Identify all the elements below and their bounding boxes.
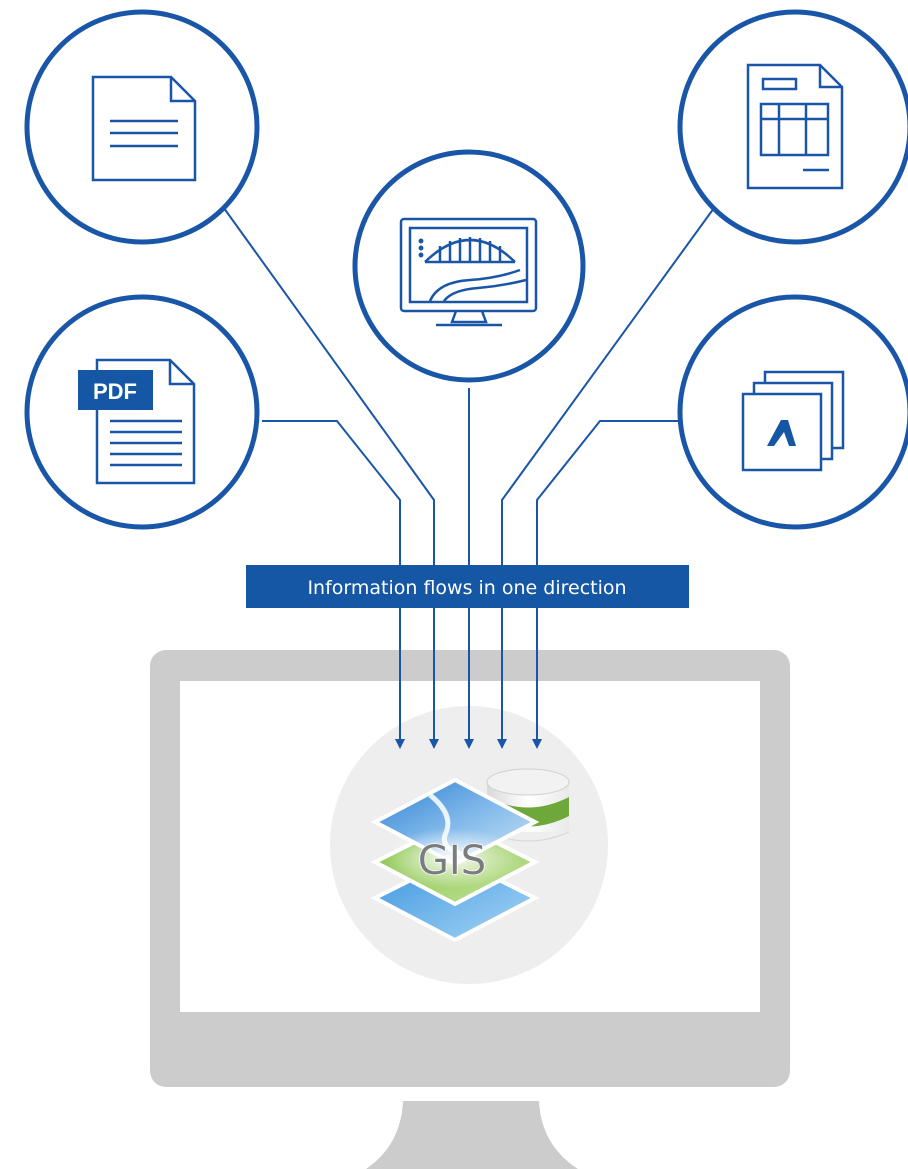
pdf-label: PDF [93,379,137,404]
flow-banner: Information flows in one direction [246,565,689,608]
spreadsheet-document-icon [746,63,844,190]
gis-target: GIS [330,706,608,984]
connector-pdf [262,420,405,749]
monitor-stand [366,1101,578,1169]
document-icon [91,75,197,182]
connector-document [220,203,439,749]
source-spreadsheet [677,9,908,245]
connector-autodesk [532,420,681,749]
gis-layers-database-icon: GIS [370,768,570,943]
banner-background [246,565,689,608]
pdf-document-icon: PDF [78,358,196,485]
autodesk-files-icon [741,370,845,472]
monitor-bridge-icon [399,217,538,327]
connector-spreadsheet [497,207,715,749]
connector-lines [220,203,715,749]
source-monitor [352,149,586,383]
gis-label: GIS [418,838,486,884]
source-document [24,9,260,245]
source-pdf: PDF [24,294,260,530]
source-autodesk [677,294,908,530]
banner-text: Information flows in one direction [307,577,626,599]
